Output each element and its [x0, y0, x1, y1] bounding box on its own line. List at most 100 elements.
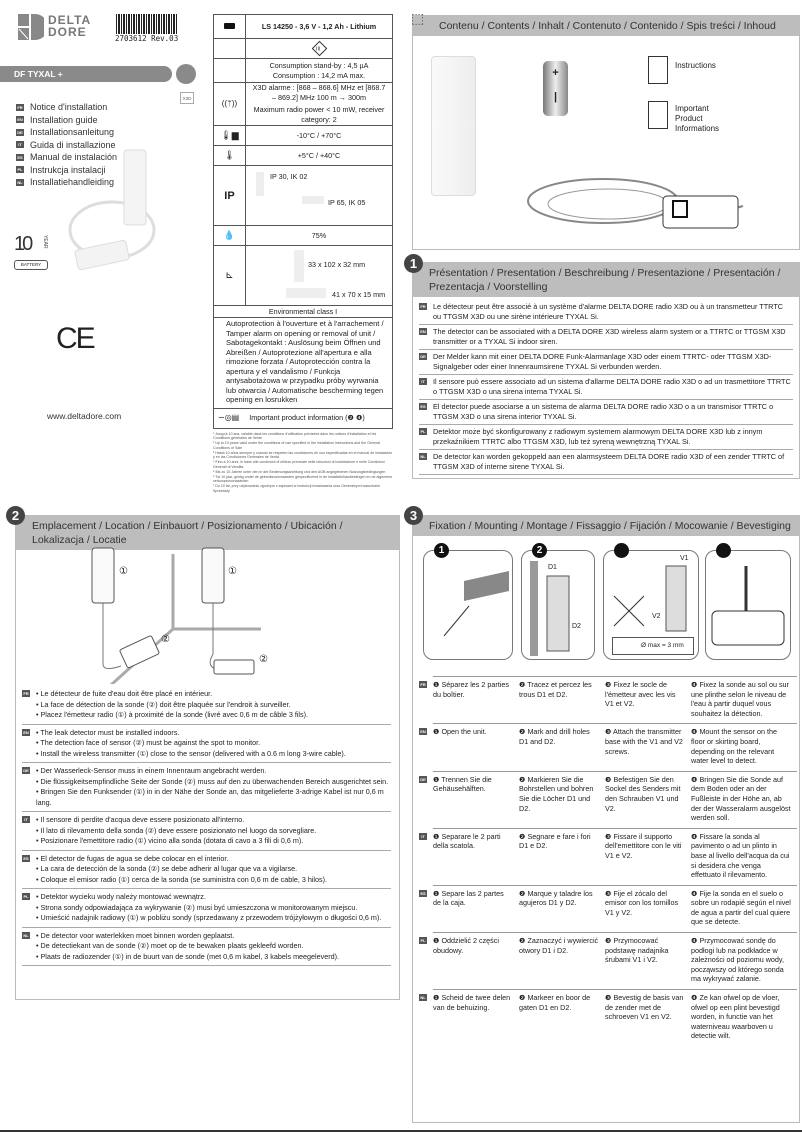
location-row: ES• El detector de fugas de agua se debe… — [22, 851, 391, 889]
label-sensor-2: ② — [259, 654, 268, 665]
language-flag-icon: ES — [419, 403, 427, 410]
spec-battery: LS 14250 - 3,6 V - 1,2 Ah - Lithium — [245, 14, 393, 39]
language-flag-icon: FR — [419, 303, 427, 310]
website-link[interactable]: www.deltadore.com — [47, 411, 122, 421]
location-bullet: • The detection face of sensor (②) must … — [36, 738, 261, 747]
location-bullet: • Die flüssigkeitsempfindliche Seite der… — [36, 776, 389, 786]
dimensions-axes-icon: ⊾ — [225, 269, 234, 281]
storage-temperature-icon: 🌡▆ — [220, 130, 239, 140]
presentation-text: Der Melder kann mit einer DELTA DORE Fun… — [433, 352, 772, 371]
label-sensor: ② — [161, 634, 170, 645]
sensor-cable-image — [527, 178, 744, 229]
location-bullets: • Detektor wycieku wody należy montować … — [36, 892, 381, 924]
step4-badge — [716, 543, 731, 558]
presentation-text: El detector puede asociarse a un sistema… — [433, 402, 774, 421]
spec-dim-sensor: 41 x 70 x 15 mm — [332, 290, 386, 299]
mounting-step: ❶ Open the unit. — [433, 723, 519, 765]
location-row: DE• Der Wasserleck-Sensor muss in einem … — [22, 763, 391, 812]
spec-consumption-standby: Consumption stand-by : 4,5 µA — [269, 60, 369, 70]
language-flag-icon: FR — [22, 690, 30, 697]
section2-title: Emplacement / Location / Einbauort / Pos… — [16, 516, 399, 550]
location-bullet: • La face de détection de la sonde (②) d… — [36, 699, 291, 709]
section2-number-badge: 2 — [6, 506, 25, 525]
location-bullet: • Coloque el emisor radio (①) cerca de l… — [36, 874, 328, 884]
language-flag-icon: DE — [419, 353, 427, 360]
bottom-rule — [0, 1130, 802, 1132]
battery-image: +| — [543, 61, 568, 116]
footnote: ² Up to 10 years valid under the conditi… — [213, 441, 381, 450]
step1-badge: 1 — [434, 543, 449, 558]
footnote: ¹ Jusqu'à 10 ans, valable dans les condi… — [213, 431, 377, 441]
label-transmitter: ① — [119, 566, 128, 577]
language-flag-icon: IT — [16, 141, 24, 149]
guide-label: Notice d'installation — [30, 102, 108, 112]
contents-section: Contenu / Contents / Inhalt / Contenuto … — [411, 10, 800, 250]
mounting-step: ❶ Séparez les 2 parties du boîtier. — [433, 676, 519, 718]
mounting-step: ❶ Separare le 2 parti della scatola. — [433, 827, 519, 880]
contents-title: Contenu / Contents / Inhalt / Contenuto … — [439, 20, 776, 32]
spec-ip-sensor: IP 65, IK 05 — [328, 198, 366, 207]
section3-title: Fixation / Mounting / Montage / Fissaggi… — [413, 516, 799, 536]
language-flag-icon: IT — [419, 378, 427, 385]
battery-icon — [224, 22, 235, 29]
spec-consumption-max: Consumption : 14,2 mA max. — [272, 70, 366, 80]
spec-operating-temp: +5°C / +40°C — [245, 145, 393, 166]
warranty-10-year-badge: 10 YEAR BATTERY — [14, 233, 54, 273]
recycling-glasses-icon: ∽◎▤ — [218, 413, 240, 422]
language-flag-icon: EN — [419, 728, 427, 736]
footnotes: ¹ Jusqu'à 10 ans, valable dans les condi… — [213, 432, 393, 494]
location-bullet: • De detector voor waterlekken moet binn… — [36, 930, 235, 940]
location-bullet: • Plaats de radiozender (①) in de buurt … — [36, 951, 340, 961]
language-flag-icon: NL — [22, 931, 30, 939]
guide-label: Guida di installazione — [30, 139, 116, 150]
location-row: FR• Le détecteur de fuite d'eau doit êtr… — [22, 686, 391, 725]
language-flag-icon: PL — [419, 937, 427, 945]
label-d1: D1 — [548, 564, 557, 571]
spec-dim-transmitter: 33 x 102 x 32 mm — [308, 260, 366, 269]
section1-number-badge: 1 — [404, 254, 423, 273]
language-flag-icon: ES — [22, 854, 30, 862]
class-iii-icon: III — [311, 40, 327, 57]
presentation-row: ES El detector puede asociarse a un siste… — [419, 400, 793, 425]
language-flag-icon: NL — [419, 994, 427, 1002]
language-flag-icon: NL — [419, 453, 427, 460]
location-illustration — [91, 547, 261, 684]
location-bullet: • Placez l'émetteur radio (①) à proximit… — [36, 710, 308, 719]
language-flag-icon: IT — [419, 832, 427, 840]
location-bullets: • The leak detector must be installed in… — [36, 728, 346, 760]
logo-mark-icon — [18, 14, 48, 40]
product-title-bar: DF TYXAL + — [0, 66, 172, 82]
product-title: DF TYXAL + — [14, 69, 63, 79]
item-instructions: Instructions — [675, 61, 716, 70]
location-bullet: • The leak detector must be installed in… — [36, 727, 180, 737]
thermometer-icon: 🌡 — [223, 150, 236, 160]
product-photo — [34, 140, 164, 275]
spec-ip-transmitter: IP 30, IK 02 — [270, 172, 308, 181]
warranty-years: 10 — [14, 233, 33, 255]
mounting-step: ❸ Przymocować podstawę nadajnika śrubami… — [605, 932, 691, 984]
section-mounting: Fixation / Mounting / Montage / Fissaggi… — [412, 515, 800, 1123]
location-bullets: • Der Wasserleck-Sensor muss in einem In… — [36, 766, 391, 808]
presentation-row: DE Der Melder kann mit einer DELTA DORE F… — [419, 350, 793, 375]
spec-environment: Environmental class I — [213, 305, 393, 318]
box-icon: ⬚ — [411, 10, 425, 26]
location-row: EN• The leak detector must be installed … — [22, 725, 391, 763]
location-bullet: • Detektor wycieku wody należy montować … — [36, 892, 206, 901]
language-flag-icon: IT — [22, 816, 30, 823]
title-circle — [176, 64, 196, 84]
mounting-step: ❶ Separe las 2 partes de la caja. — [433, 884, 519, 927]
guide-label: Manual de instalación — [30, 152, 118, 162]
guide-label: Installation guide — [30, 114, 98, 125]
brand-line2: DORE — [48, 25, 87, 39]
footnote: ⁵ Bis zu 10 Jahren unter den in der Bedi… — [213, 469, 386, 474]
mounting-step: ❹ Ze kan ofwel op de vloer, ofwel op een… — [691, 989, 797, 1041]
language-flag-icon: PL — [419, 428, 427, 435]
mounting-step: ❸ Attach the transmitter base with the V… — [605, 723, 691, 765]
mounting-step: ❷ Tracez et percez les trous D1 et D2. — [519, 676, 605, 718]
